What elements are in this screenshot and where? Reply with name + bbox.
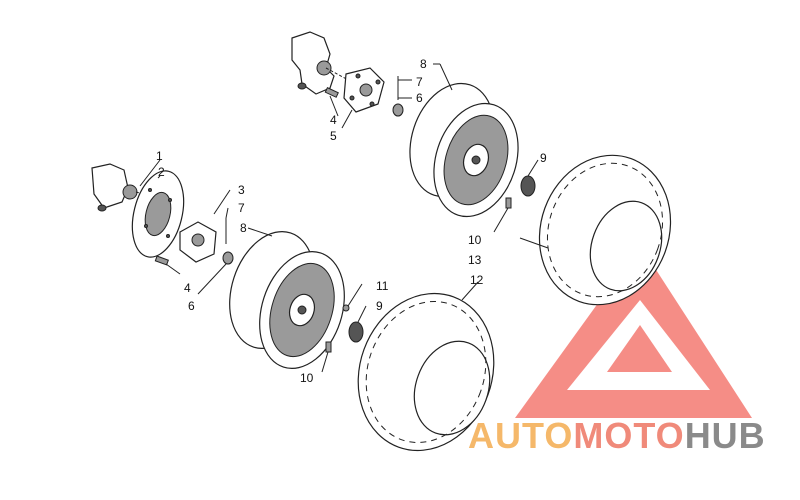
callout-7-upper: 7	[416, 75, 423, 89]
callout-8-lower: 8	[240, 221, 247, 235]
leader-lines	[139, 63, 549, 373]
callout-4-lower: 4	[184, 281, 191, 295]
watermark-logo	[515, 245, 752, 418]
callout-11: 11	[376, 279, 389, 293]
callout-13: 13	[468, 253, 482, 267]
upper-rim	[409, 82, 519, 218]
upper-wheel-assembly	[291, 31, 672, 306]
lower-steering-knuckle	[91, 163, 129, 209]
upper-hub-cap	[520, 175, 536, 197]
brake-disc	[131, 170, 185, 258]
callout-5: 5	[330, 129, 337, 143]
lower-tire	[357, 292, 495, 452]
callout-6-upper: 6	[416, 91, 423, 105]
watermark-text-auto: AUTO	[468, 415, 573, 456]
callout-3: 3	[238, 183, 245, 197]
callout-9-upper: 9	[540, 151, 547, 165]
watermark-triangle-core	[607, 325, 672, 372]
lower-wheel-assembly	[91, 163, 495, 452]
lower-rim	[229, 231, 345, 369]
callout-2: 2	[158, 165, 165, 179]
callout-12: 12	[470, 273, 484, 287]
watermark-text: AUTOMOTOHUB	[468, 415, 766, 456]
callout-1: 1	[156, 149, 163, 163]
lower-hub-cap	[348, 321, 364, 343]
svg-text:AUTOMOTOHUB: AUTOMOTOHUB	[468, 415, 766, 456]
upper-steering-knuckle	[291, 31, 335, 95]
callout-7-lower: 7	[238, 201, 245, 215]
callout-8-upper: 8	[420, 57, 427, 71]
callout-9-lower: 9	[376, 299, 383, 313]
upper-tire	[538, 154, 672, 306]
watermark-text-moto: MOTO	[573, 415, 684, 456]
callout-4-upper: 4	[330, 113, 337, 127]
watermark-text-hub: HUB	[685, 415, 766, 456]
callout-6-lower: 6	[188, 299, 195, 313]
callout-10-lower: 10	[300, 371, 314, 385]
callout-labels: 8 7 6 4 5 9 10 13 1 2 3 7 8 4 6 11 9 10 …	[156, 57, 547, 385]
callout-10-upper: 10	[468, 233, 482, 247]
